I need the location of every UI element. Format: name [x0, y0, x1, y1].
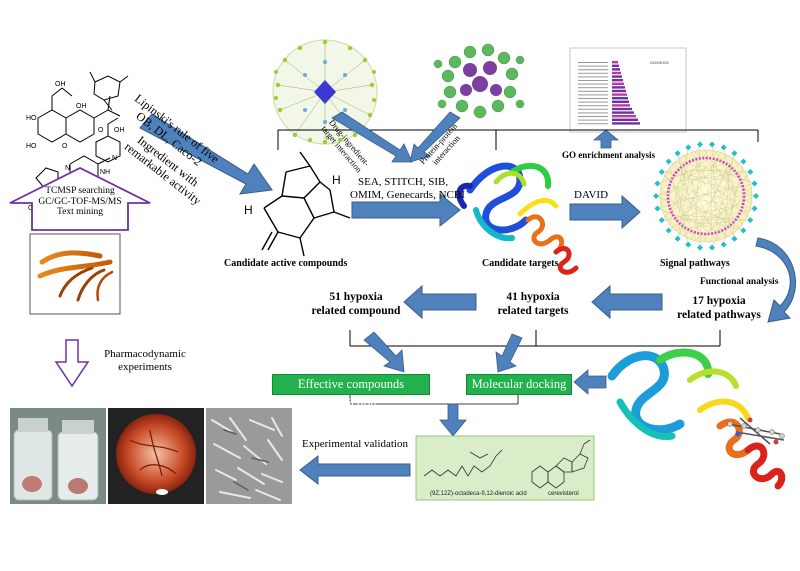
arrow-protein-protein — [409, 111, 461, 163]
hypoxia-pathways-line-2: related pathways — [677, 309, 761, 321]
candidate-compound-structure — [261, 151, 351, 257]
databases-text: SEA, STITCH, SIB, OMIM, Genecards, NCBI — [350, 176, 480, 202]
hypoxia-pathways-label: 17 hypoxia related pathways — [664, 294, 774, 322]
arrow-targets-to-compounds — [403, 284, 477, 320]
candidate-targets-label: Candidate targets — [482, 258, 559, 269]
candidate-targets-protein — [456, 162, 579, 275]
atom-label: OH — [76, 103, 87, 110]
databases-line-1: SEA, STITCH, SIB, — [358, 176, 449, 188]
tcmsp-line-3: Text mining — [56, 207, 104, 217]
egg-membrane-photo — [108, 408, 204, 504]
go-enrichment-chart: GO/KEGG — [569, 47, 687, 133]
functional-analysis-arrow — [755, 237, 796, 323]
arrow-down-to-compounds — [439, 403, 467, 437]
hypoxia-pathways-line-1: 17 hypoxia — [692, 295, 746, 307]
vials-photo — [10, 408, 106, 504]
hypoxia-targets-line-2: related targets — [497, 305, 569, 317]
compound-2-name: cerevisterol — [548, 491, 579, 497]
functional-analysis-label: Functional analysis — [700, 277, 779, 287]
atom-label: HO — [26, 115, 37, 122]
candidate-compounds-label: Candidate active compounds — [224, 258, 348, 269]
effective-compounds-prediction-box: Effective compounds prediction — [272, 374, 430, 410]
bracket-bottom — [349, 394, 519, 405]
diagonal-arrow-lipinski — [139, 113, 273, 195]
experimental-validation-label: Experimental validation — [302, 438, 408, 450]
hypoxia-targets-label: 41 hypoxia related targets — [478, 290, 588, 318]
hypoxia-compound-line-1: 51 hypoxia — [329, 291, 383, 303]
bracket-middle — [349, 330, 721, 347]
cordyceps-image — [29, 233, 121, 315]
purple-up-arrow — [9, 166, 151, 231]
molecular-docking-box: Molecular docking — [466, 374, 572, 395]
arrow-experimental-validation — [299, 454, 411, 486]
hydrogen-label: H — [332, 173, 341, 187]
cell-culture-photo — [206, 408, 292, 504]
hypoxia-compound-label: 51 hypoxia related compound — [296, 290, 416, 318]
tcmsp-line-1: TCMSP searching — [45, 186, 115, 196]
compound-1-name: (9Z,12Z)-octadeca-9,12-dienoic acid — [430, 491, 527, 497]
protein-protein-network — [433, 43, 525, 119]
atom-label: N — [112, 155, 117, 162]
atom-label: NH — [100, 169, 110, 176]
validated-compounds-image: (9Z,12Z)-octadeca-9,12-dienoic acid cere… — [415, 435, 595, 501]
databases-line-2: OMIM, Genecards, NCBI — [350, 189, 465, 201]
arrow-to-docking — [495, 333, 523, 373]
hypoxia-targets-line-1: 41 hypoxia — [506, 291, 560, 303]
signal-pathways-network — [653, 141, 759, 251]
tcmsp-text: TCMSP searching GC/GC-TOF-MS/MS Text min… — [30, 186, 130, 218]
go-up-arrow — [592, 129, 620, 149]
pharmacodynamic-line-1: Pharmacodynamic — [104, 348, 186, 360]
tcmsp-line-2: GC/GC-TOF-MS/MS — [38, 196, 122, 207]
atom-label: OH — [114, 127, 125, 134]
david-label: DAVID — [574, 189, 609, 201]
go-bars — [578, 61, 640, 125]
arrow-docking-image — [573, 369, 607, 395]
signal-pathways-label: Signal pathways — [660, 258, 730, 269]
docking-protein-image — [607, 348, 786, 490]
go-enrichment-label: GO enrichment analysis — [562, 150, 656, 160]
go-chart-title: GO/KEGG — [650, 60, 669, 65]
arrow-to-prediction — [363, 331, 405, 373]
atom-label: N — [65, 165, 70, 172]
pharmacodynamic-label: Pharmacodynamic experiments — [90, 348, 200, 374]
hypoxia-compound-line-2: related compound — [311, 305, 401, 317]
purple-down-arrow — [54, 339, 90, 388]
arrow-databases — [351, 192, 461, 228]
atom-label: O — [98, 127, 104, 134]
pharmacodynamic-line-2: experiments — [118, 361, 172, 373]
atom-label: O — [62, 143, 68, 150]
hydrogen-label: H — [244, 203, 253, 217]
arrow-drug-ingredient — [331, 111, 413, 163]
atom-label: OH — [55, 81, 66, 88]
arrow-pathways-to-targets — [591, 284, 663, 320]
atom-label: HO — [26, 143, 37, 150]
arrow-david — [569, 194, 641, 230]
